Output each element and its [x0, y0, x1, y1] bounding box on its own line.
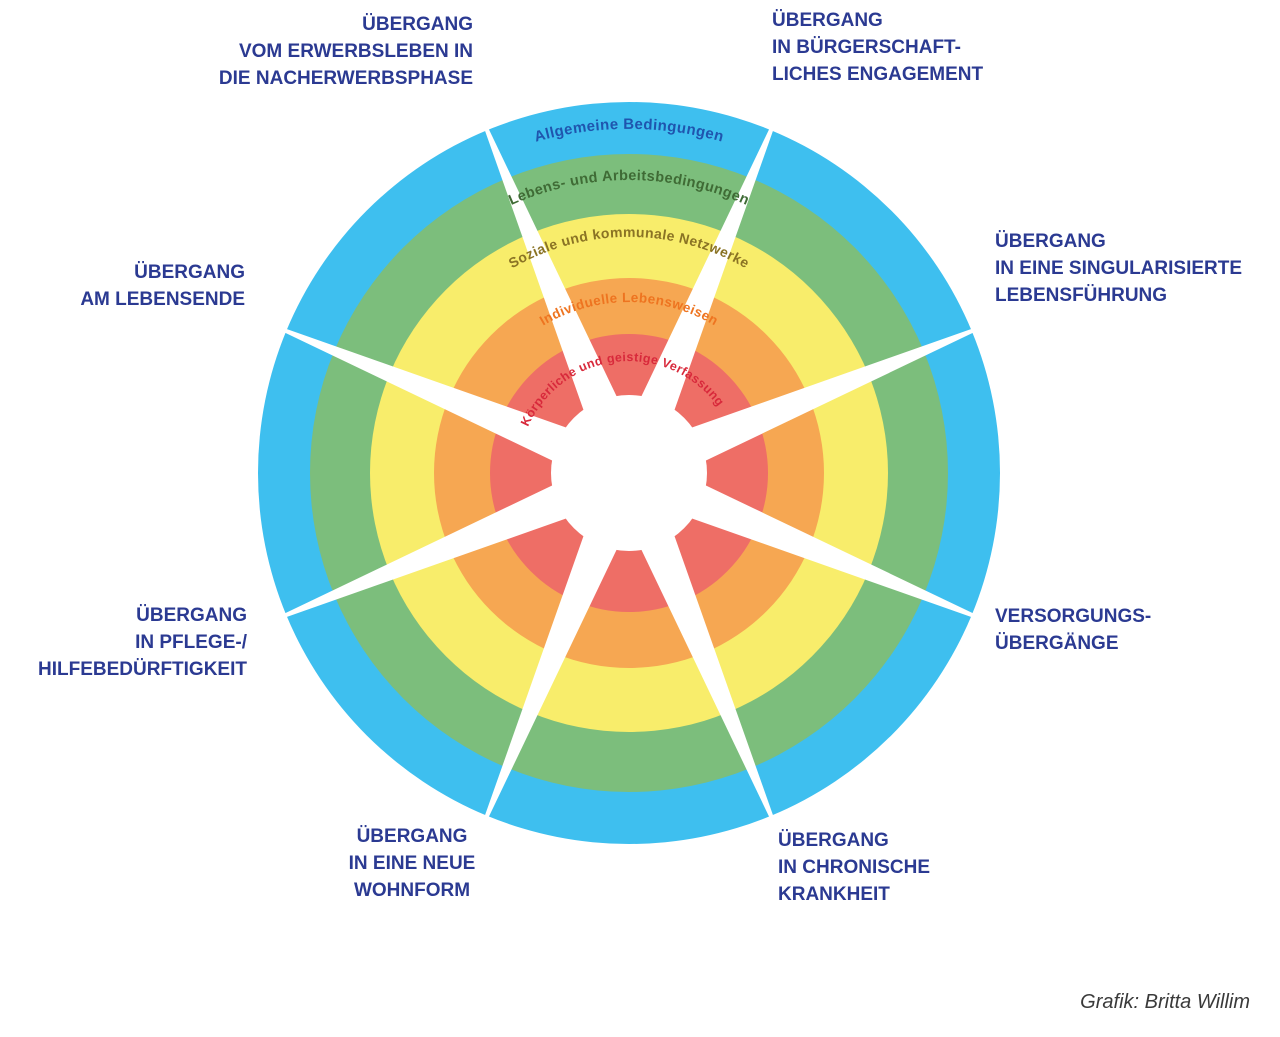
transition-label-chronische-krankheit: ÜBERGANG IN CHRONISCHE KRANKHEIT [778, 827, 930, 908]
segment-gaps [250, 94, 1008, 852]
transition-label-line: IN EINE SINGULARISIERTE [995, 258, 1243, 279]
segment-gap [472, 94, 626, 430]
center-hole [551, 395, 707, 551]
transition-label-line: VERSORGUNGS- [995, 606, 1152, 627]
transition-label-line: ÜBERGANG [136, 605, 247, 626]
transition-label-line: VOM ERWERBSLEBEN IN [238, 41, 473, 62]
transition-label-line: ÜBERGANG [356, 826, 468, 847]
segment-gap [672, 316, 1008, 470]
transition-label-nacherwerbsphase: ÜBERGANG VOM ERWERBSLEBEN IN DIE NACHERW… [219, 11, 473, 92]
transition-label-neue-wohnform: ÜBERGANG IN EINE NEUE WOHNFORM [292, 823, 532, 904]
transition-label-versorgungsuebergaenge: VERSORGUNGS- ÜBERGÄNGE [995, 603, 1151, 657]
transition-label-line: IN BÜRGERSCHAFT- [772, 37, 961, 58]
transition-label-line: DIE NACHERWERBSPHASE [218, 68, 473, 89]
transition-label-line: AM LEBENSENDE [80, 289, 245, 310]
transition-label-line: ÜBERGANG [362, 14, 473, 35]
segment-gap [250, 316, 586, 470]
transition-label-line: ÜBERGANG [778, 830, 889, 851]
transition-label-buergerschaftliches-engagement: ÜBERGANG IN BÜRGERSCHAFT- LICHES ENGAGEM… [772, 7, 983, 88]
segment-gap [672, 476, 1008, 630]
transition-label-line: LICHES ENGAGEMENT [772, 64, 984, 85]
transition-label-line: LEBENSFÜHRUNG [995, 285, 1168, 306]
transition-label-line: IN CHRONISCHE [778, 857, 931, 878]
transition-label-line: WOHNFORM [353, 880, 471, 901]
transition-label-pflege-hilfebeduerftigkeit: ÜBERGANG IN PFLEGE-/ HILFEBEDÜRFTIGKEIT [38, 602, 247, 683]
segment-gap [632, 94, 786, 430]
transition-label-line: ÜBERGÄNGE [995, 633, 1119, 654]
segment-gap [632, 516, 786, 852]
transition-label-line: ÜBERGANG [995, 231, 1106, 252]
transition-label-line: IN EINE NEUE [348, 853, 476, 874]
credit-text: Grafik: Britta Willim [1080, 991, 1250, 1013]
transition-label-lebensende: ÜBERGANG AM LEBENSENDE [80, 259, 245, 313]
segment-gap [250, 476, 586, 630]
transition-label-line: ÜBERGANG [772, 10, 883, 31]
transition-label-line: ÜBERGANG [134, 262, 245, 283]
transition-label-line: KRANKHEIT [778, 884, 890, 905]
segment-gap [472, 516, 626, 852]
transition-label-line: HILFEBEDÜRFTIGKEIT [38, 659, 247, 680]
transition-label-singularisierte-lebensfuehrung: ÜBERGANG IN EINE SINGULARISIERTE LEBENSF… [995, 228, 1242, 309]
transition-label-line: IN PFLEGE-/ [135, 632, 247, 653]
